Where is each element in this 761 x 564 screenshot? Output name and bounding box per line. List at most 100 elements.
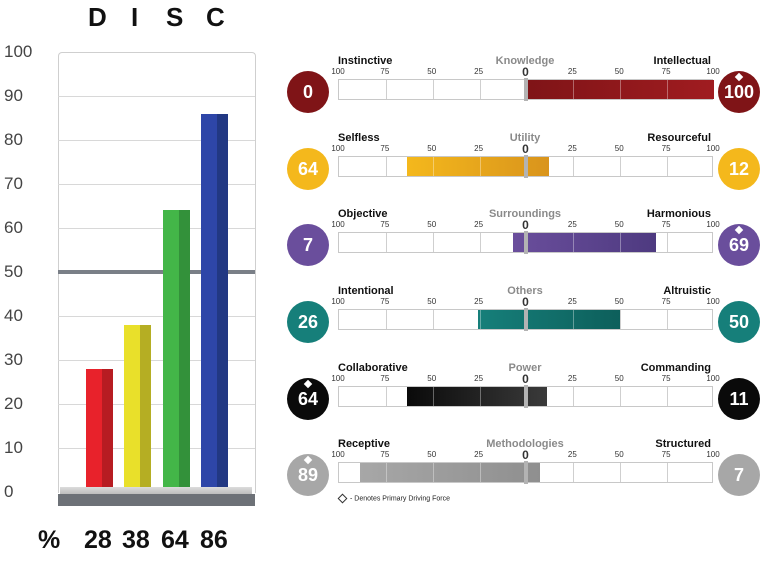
track-gridline <box>385 233 387 252</box>
bar-segment-line <box>620 80 622 99</box>
gridline <box>58 228 255 229</box>
scale-tick-label: 75 <box>380 450 390 459</box>
left-score-value: 89 <box>297 464 319 485</box>
scale-tick-label: 25 <box>474 67 484 76</box>
right-score-value: 11 <box>729 388 749 409</box>
percent-value: 38 <box>122 526 150 554</box>
right-score-circle: 100 <box>718 71 760 113</box>
scale-tick-label: 100 <box>706 144 720 153</box>
scale-tick-label: 50 <box>614 144 624 153</box>
diamond-icon <box>734 72 744 82</box>
track-gridline <box>432 310 434 329</box>
scale-tick-label: 100 <box>331 374 345 383</box>
bar-track <box>338 231 713 254</box>
motivator-title: Methodologies <box>486 438 564 450</box>
scale-tick-label: 75 <box>380 144 390 153</box>
right-score-value: 7 <box>733 464 744 485</box>
scale-tick-label: 0 <box>522 142 529 156</box>
right-label: Resourceful <box>647 132 711 144</box>
disc-category-label: D <box>88 2 107 32</box>
scale-tick-label: 75 <box>661 450 671 459</box>
track-gridline <box>620 463 622 482</box>
left-label: Receptive <box>338 438 390 450</box>
left-label: Intentional <box>338 285 394 297</box>
scale-tick-label: 75 <box>661 297 671 306</box>
scale-tick-label: 100 <box>706 220 720 229</box>
motivator-title: Others <box>507 285 543 297</box>
legend-note: - Denotes Primary Driving Force <box>337 493 450 504</box>
scale-tick-label: 100 <box>331 450 345 459</box>
diamond-icon <box>337 493 348 504</box>
track-gridline <box>667 387 669 406</box>
scale-tick-label: 25 <box>567 220 577 229</box>
right-label: Altruistic <box>663 285 711 297</box>
track-gridline <box>620 310 622 329</box>
bar-segment-line <box>385 463 387 482</box>
right-label: Harmonious <box>646 208 711 220</box>
scale-tick-label: 50 <box>427 144 437 153</box>
bar-segment-line <box>479 157 481 176</box>
bar-track <box>338 78 714 101</box>
right-score-circle: 50 <box>718 301 760 343</box>
left-label: Instinctive <box>338 55 393 67</box>
y-tick-label: 100 <box>4 42 33 61</box>
gridline <box>58 360 255 361</box>
right-score-circle: 69 <box>718 224 760 266</box>
track-gridline <box>385 310 387 329</box>
y-tick-label: 70 <box>4 174 23 193</box>
scale-tick-label: 100 <box>331 220 345 229</box>
right-label: Structured <box>655 438 711 450</box>
scale-tick-label: 25 <box>474 144 484 153</box>
track-gridline <box>573 463 575 482</box>
track-gridline <box>479 233 481 252</box>
disc-category-label: S <box>166 2 184 32</box>
percent-symbol: % <box>38 526 61 554</box>
bar-segment-line <box>479 310 481 329</box>
track-gridline <box>432 80 434 99</box>
track-gridline <box>667 233 669 252</box>
scale-tick-label: 100 <box>331 67 345 76</box>
bar-segment-line <box>620 233 622 252</box>
motivator-title: Utility <box>509 132 541 144</box>
track-gridline <box>667 310 669 329</box>
scale-tick-label: 0 <box>522 372 529 386</box>
y-tick-label: 40 <box>4 306 23 325</box>
value-bar <box>406 157 549 176</box>
scale-tick-label: 50 <box>427 67 437 76</box>
y-tick-label: 30 <box>4 350 23 369</box>
scale-tick-label: 25 <box>474 220 484 229</box>
right-score-circle: 12 <box>718 148 760 190</box>
scale-tick-label: 75 <box>661 220 671 229</box>
scale-tick-label: 25 <box>567 297 577 306</box>
y-tick-label: 10 <box>4 438 23 457</box>
bar-track <box>338 308 713 331</box>
center-line <box>523 385 528 408</box>
left-score-circle: 89 <box>287 454 329 496</box>
right-score-value: 69 <box>728 234 750 255</box>
scale-tick-label: 50 <box>427 374 437 383</box>
scale-tick-label: 75 <box>380 67 390 76</box>
bar-track <box>338 461 713 484</box>
value-bar <box>406 387 548 406</box>
scale-tick-label: 25 <box>474 450 484 459</box>
bar-segment-line <box>432 387 434 406</box>
left-score-value: 7 <box>302 234 313 255</box>
left-score-circle: 64 <box>287 378 329 420</box>
y-tick-label: 80 <box>4 130 23 149</box>
scale-tick-label: 0 <box>522 295 529 309</box>
track-gridline <box>573 157 575 176</box>
diamond-icon <box>303 455 313 465</box>
gridline <box>58 140 255 141</box>
diamond-icon <box>303 379 313 389</box>
right-score-value: 12 <box>728 158 750 179</box>
